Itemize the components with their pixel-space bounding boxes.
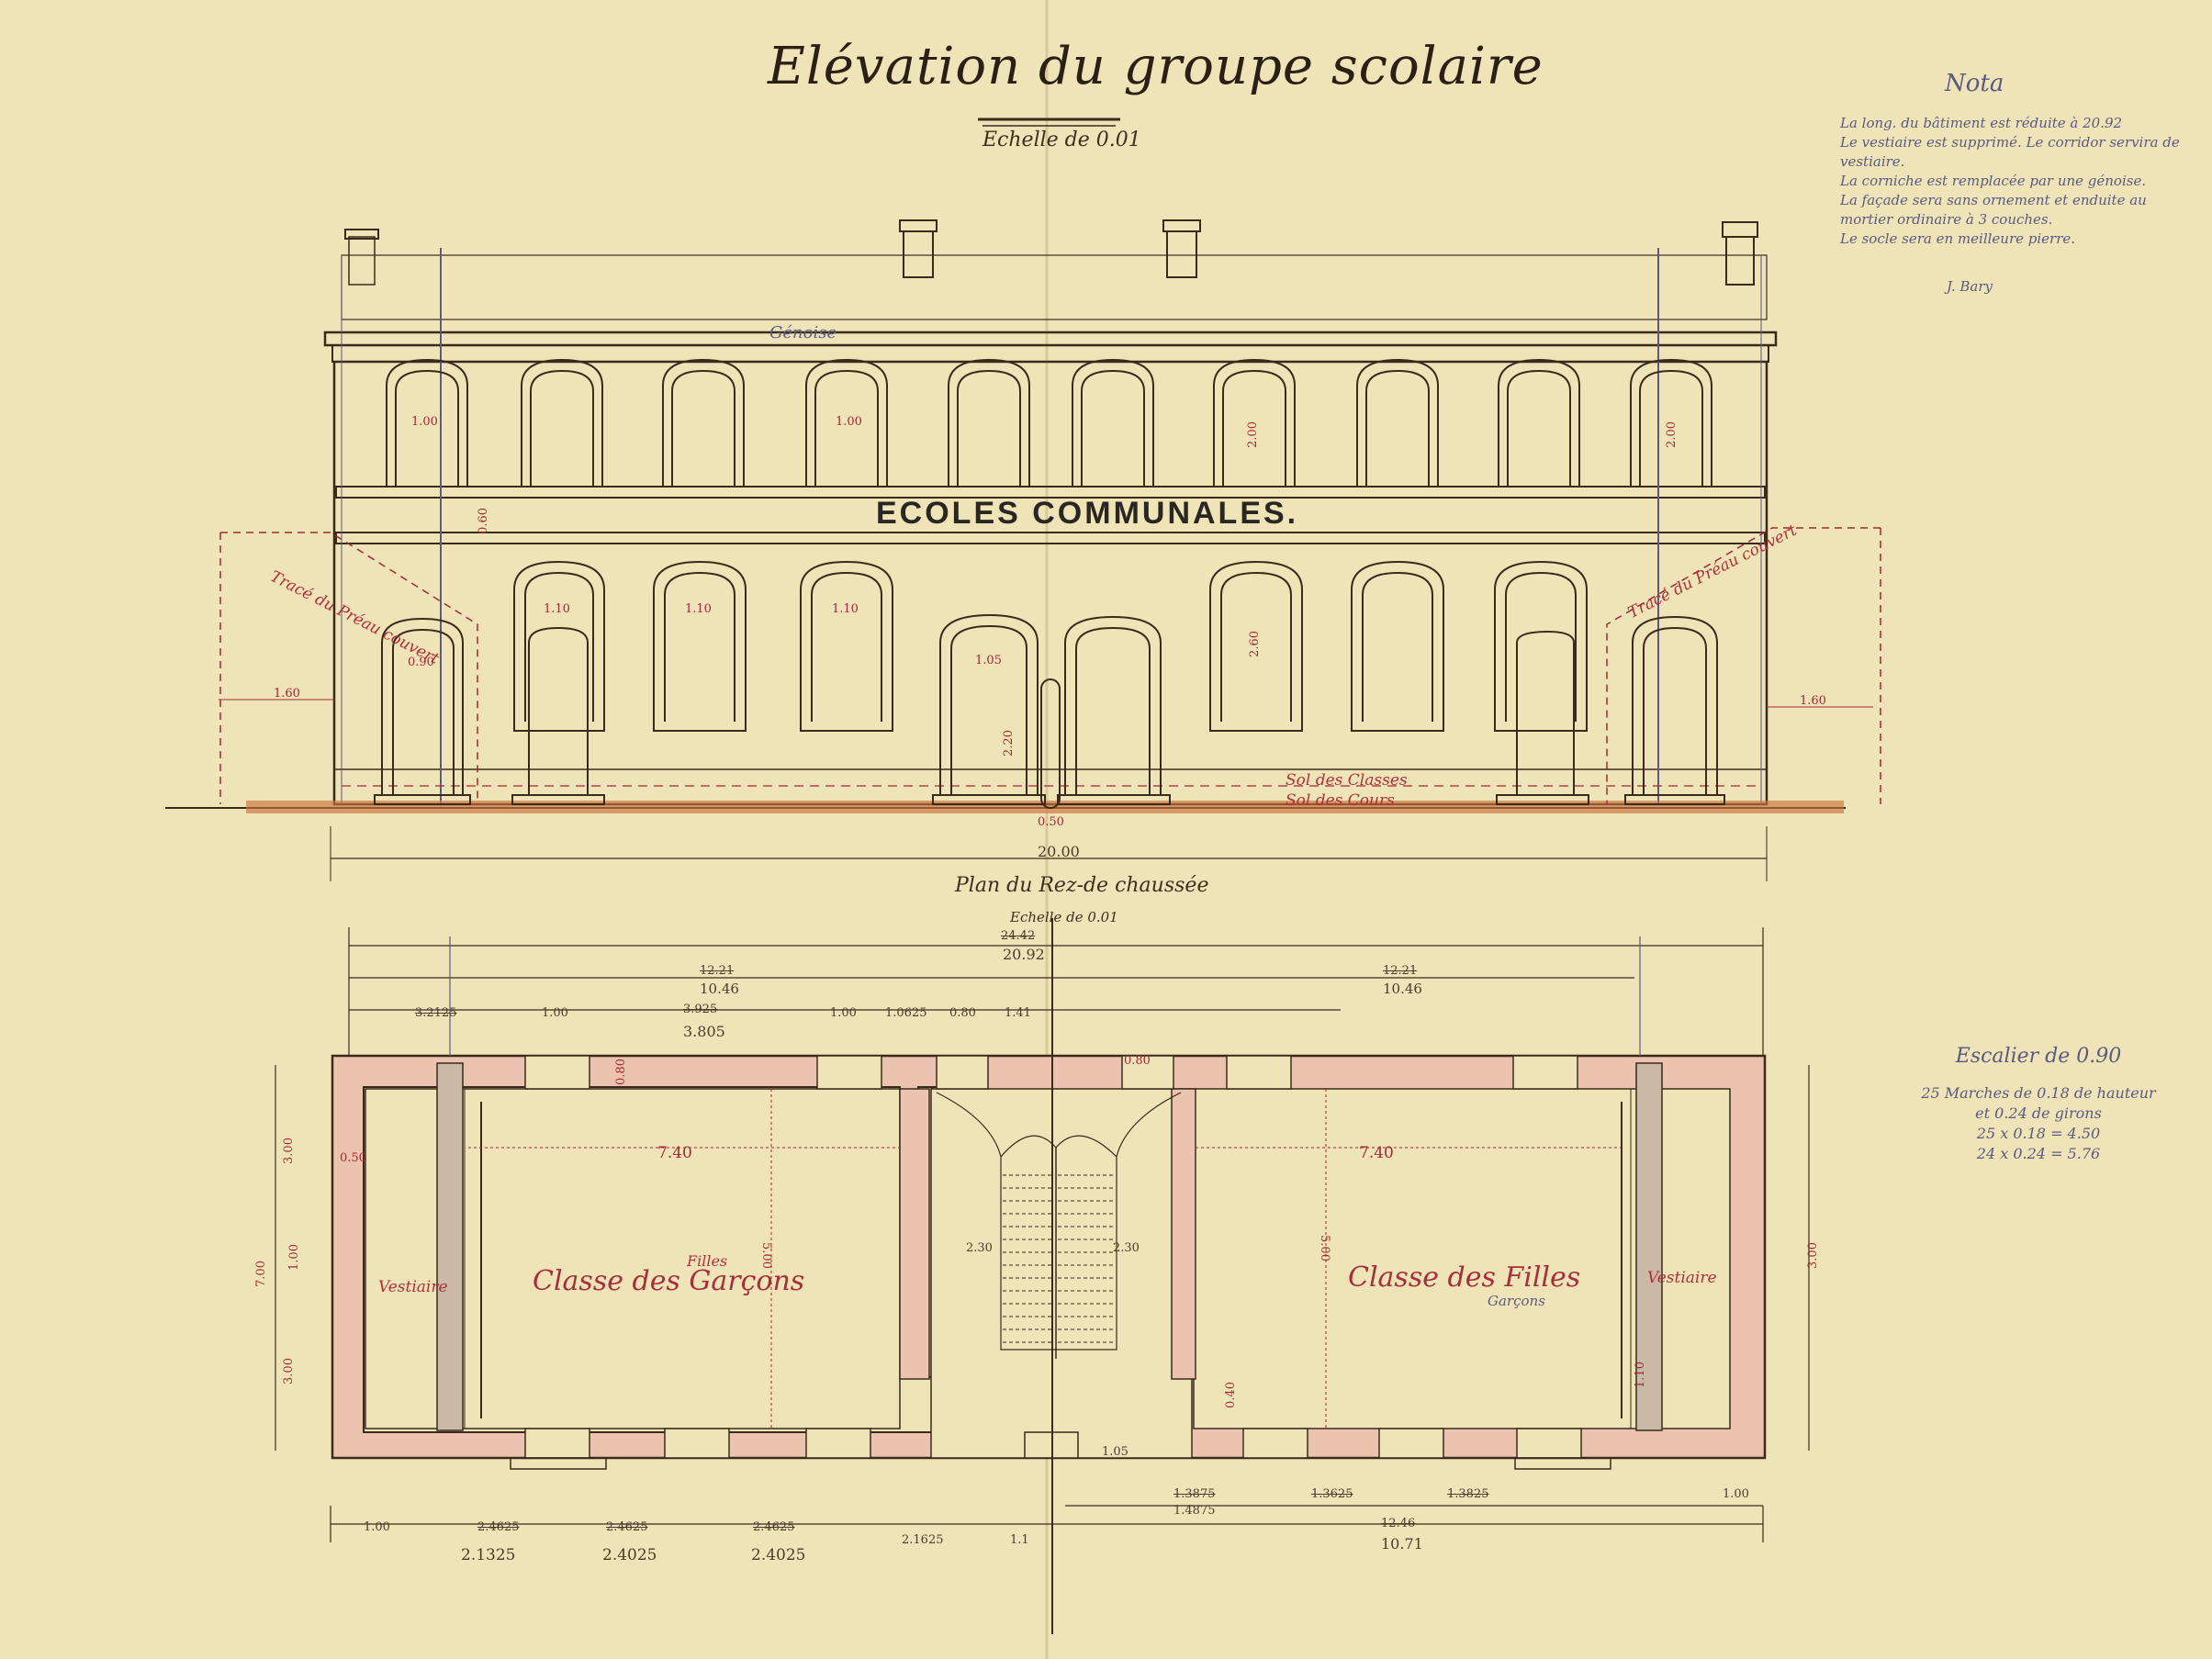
side-dim-1: 3.00 xyxy=(281,1138,296,1164)
bottom-right-dim-5: 1.3825 xyxy=(1447,1487,1489,1501)
bottom-dim-9: 1.1 xyxy=(1010,1533,1029,1547)
bottom-dim-1: 1.00 xyxy=(364,1520,390,1534)
lower-window-width-2: 1.10 xyxy=(685,602,712,616)
top-dim-5: 1.00 xyxy=(830,1006,857,1020)
left-room-width: 5.00 xyxy=(758,1242,773,1269)
bottom-dim-4: 2.4625 xyxy=(606,1520,648,1534)
half-old-left: 12.21 xyxy=(700,964,735,978)
half-old-right: 12.21 xyxy=(1383,964,1418,978)
upper-windows xyxy=(386,358,1712,487)
side-dim-4: 0.80 xyxy=(613,1059,628,1085)
right-room-depth: 7.40 xyxy=(1359,1144,1394,1162)
top-dim-8: 1.41 xyxy=(1005,1006,1031,1020)
side-height-left: 1.60 xyxy=(274,687,300,701)
stair-width-right: 2.30 xyxy=(1113,1241,1140,1255)
door-height: 2.20 xyxy=(1001,730,1016,757)
nota-line-2: Le vestiaire est supprimé. Le corridor s… xyxy=(1840,134,2180,170)
overall-new: 20.92 xyxy=(1003,946,1045,963)
side-dim-2: 1.00 xyxy=(286,1244,301,1271)
nota-line-4: La façade sera sans ornement et enduite … xyxy=(1840,192,2147,228)
left-room-alt: Filles xyxy=(687,1252,728,1270)
side-dim-3: 3.00 xyxy=(281,1358,296,1384)
top-dim-7: 0.80 xyxy=(949,1006,976,1020)
right-room-label: Classe des Filles xyxy=(1348,1261,1581,1294)
nota-line-1: La long. du bâtiment est réduite à 20.92 xyxy=(1840,115,2123,131)
bottom-right-dim-2: 1.3875 xyxy=(1173,1487,1216,1501)
bottom-dim-7: 2.4025 xyxy=(751,1546,806,1564)
left-room-label: Classe des Garçons xyxy=(533,1265,805,1297)
bottom-right-dim-6: 12.46 xyxy=(1381,1517,1416,1530)
upper-window-height: 2.00 xyxy=(1245,421,1260,448)
side-dim-7: 3.00 xyxy=(1805,1242,1820,1269)
plan-scale: Echelle de 0.01 xyxy=(1010,909,1118,925)
upper-window-width-2: 1.00 xyxy=(836,415,862,429)
elevation-scale: Echelle de 0.01 xyxy=(982,129,1141,151)
bottom-dim-3: 2.1325 xyxy=(461,1546,516,1564)
lower-window-width-3: 1.10 xyxy=(832,602,859,616)
nota-line-3: La corniche est remplacée par une génois… xyxy=(1840,173,2147,189)
bottom-right-dim-1: 1.05 xyxy=(1102,1445,1128,1459)
band-dim: 0.60 xyxy=(476,508,490,534)
sol-classes-label: Sol des Classes xyxy=(1286,771,1408,790)
right-room-alt: Garçons xyxy=(1488,1293,1545,1309)
overall-old: 24.42 xyxy=(1001,929,1036,943)
side-dim-6: 0.40 xyxy=(1223,1382,1238,1408)
plan-title: Plan du Rez-de chaussée xyxy=(955,874,1209,897)
upper-window-width: 1.00 xyxy=(411,415,438,429)
upper-window-height-2: 2.00 xyxy=(1664,421,1679,448)
lower-window-height: 2.60 xyxy=(1247,631,1262,657)
right-vestiaire-label: Vestiaire xyxy=(1647,1269,1717,1287)
bottom-dim-6: 2.4625 xyxy=(753,1520,795,1534)
elevation-drawing xyxy=(165,118,1881,881)
door-width: 1.05 xyxy=(975,654,1002,667)
nota-line-5: Le socle sera en meilleure pierre. xyxy=(1840,230,2076,247)
side-dim-8: 1.10 xyxy=(1633,1362,1647,1388)
nota-heading: Nota xyxy=(1945,70,2004,97)
bottom-right-dim-8: 1.00 xyxy=(1723,1487,1749,1501)
stair-note: 25 Marches de 0.18 de hauteur et 0.24 de… xyxy=(1919,1083,2158,1164)
bottom-right-dim-7: 10.71 xyxy=(1381,1535,1423,1553)
bottom-dim-5: 2.4025 xyxy=(602,1546,657,1564)
sheet-title: Elévation du groupe scolaire xyxy=(768,37,1544,96)
bottom-dim-8: 2.1625 xyxy=(902,1533,944,1547)
lower-openings xyxy=(374,560,1725,805)
half-new-right: 10.46 xyxy=(1383,981,1422,997)
half-new-left: 10.46 xyxy=(700,981,739,997)
bottom-right-dim-4: 1.3625 xyxy=(1311,1487,1353,1501)
stair-note-line-1: 25 Marches de 0.18 de hauteur et 0.24 de… xyxy=(1921,1084,2156,1122)
genoise-label: Génoise xyxy=(769,323,837,342)
top-dim-1: 3.2125 xyxy=(415,1006,457,1020)
ground-floor-plan xyxy=(275,918,1810,1634)
bottom-dim-2: 2.4625 xyxy=(477,1520,520,1534)
small-door-width: 0.90 xyxy=(408,656,434,669)
side-dim-5: 0.50 xyxy=(340,1151,366,1165)
total-depth: 7.00 xyxy=(253,1261,268,1287)
top-dim-3: 3.925 xyxy=(683,1003,718,1016)
bottom-right-dim-3: 1.4875 xyxy=(1173,1504,1216,1518)
elevation-total-length: 20.00 xyxy=(1038,843,1080,860)
nota-text: La long. du bâtiment est réduite à 20.92… xyxy=(1840,114,2189,249)
step-dim: 0.50 xyxy=(1038,815,1064,829)
side-dim-9: 0.80 xyxy=(1124,1054,1151,1068)
top-dim-6: 1.0625 xyxy=(885,1006,927,1020)
side-height-right: 1.60 xyxy=(1800,694,1826,708)
left-vestiaire-label: Vestiaire xyxy=(378,1278,448,1296)
left-room-depth: 7.40 xyxy=(657,1144,692,1162)
stair-width-left: 2.30 xyxy=(966,1241,993,1255)
sol-cours-label: Sol des Cours xyxy=(1286,791,1395,810)
top-dim-2: 1.00 xyxy=(542,1006,568,1020)
top-dim-4: 3.805 xyxy=(683,1023,725,1040)
stair-note-heading: Escalier de 0.90 xyxy=(1955,1045,2122,1068)
right-room-width: 5.00 xyxy=(1317,1235,1331,1261)
lower-window-width-1: 1.10 xyxy=(544,602,570,616)
stair-note-line-2: 25 x 0.18 = 4.50 xyxy=(1976,1125,2101,1142)
nota-signature: J. Bary xyxy=(1947,278,1993,295)
ecoles-communales-sign: ECOLES COMMUNALES. xyxy=(876,496,1299,531)
stair-note-line-3: 24 x 0.24 = 5.76 xyxy=(1976,1145,2101,1162)
